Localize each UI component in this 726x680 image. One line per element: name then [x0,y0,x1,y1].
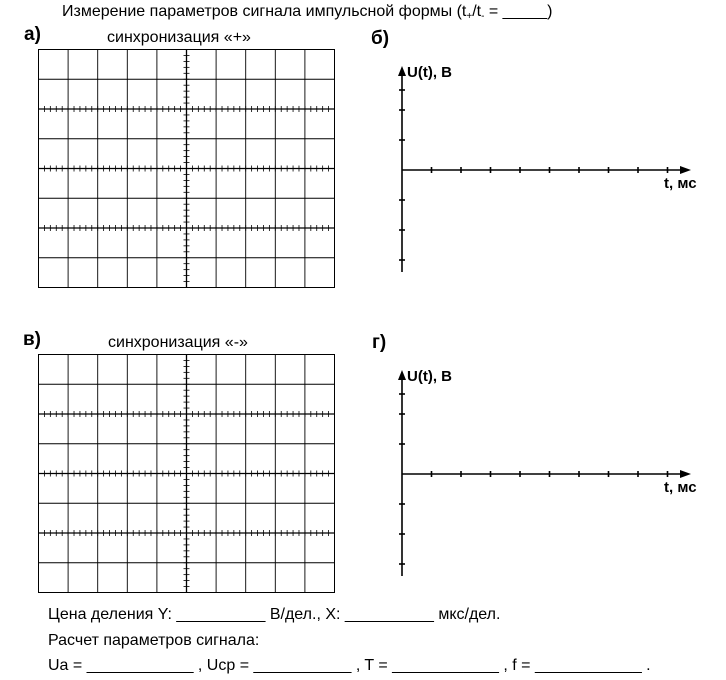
panel-label-v: в) [23,329,42,350]
x-axis-label-top: t, мс [664,175,697,192]
y-axis-label-bottom: U(t), В [407,368,452,385]
x-axis-label-bottom: t, мс [664,479,697,496]
sync-label-minus: синхронизация «-» [108,334,248,351]
calculation-fields-line: Ua = ____________ , Ucp = ___________ , … [48,657,651,674]
voltage-time-axes-top [398,66,691,272]
calculation-heading: Расчет параметров сигнала: [48,632,260,649]
voltage-time-axes-bottom [398,370,691,576]
y-axis-arrow [398,66,406,76]
y-axis-label-top: U(t), В [407,64,452,81]
sync-label-plus: синхронизация «+» [107,29,251,46]
panel-label-g: г) [372,332,387,353]
x-axis-arrow [680,166,691,174]
panel-label-b: б) [371,28,390,49]
y-axis-arrow [398,370,406,380]
division-scale-line: Цена деления Y: __________ В/дел., X: __… [48,606,501,623]
oscilloscope-grid-bottom [38,354,335,593]
panel-label-a: а) [24,24,41,45]
oscilloscope-grid-top [38,49,335,288]
worksheet-title: Измерение параметров сигнала импульсной … [62,3,553,22]
x-axis-arrow [680,470,691,478]
